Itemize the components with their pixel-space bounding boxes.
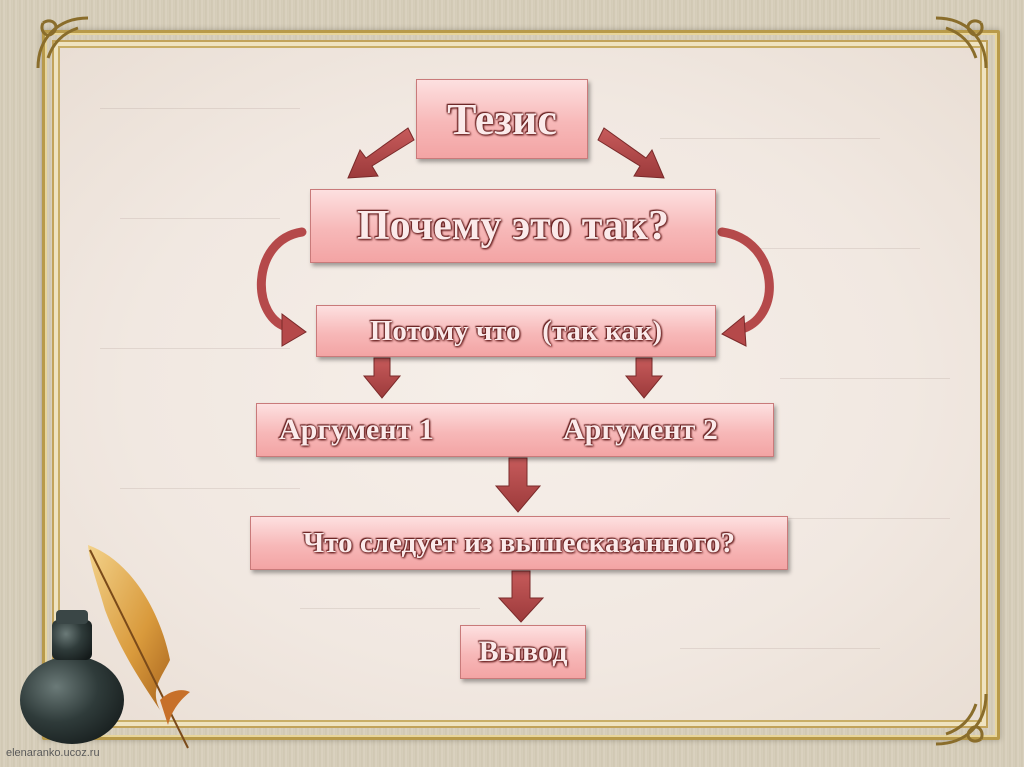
- because-label: Потому что (так как): [370, 315, 662, 348]
- question-label: Почему это так?: [357, 202, 669, 250]
- conclusion-question-label: Что следует из вышесказанного?: [303, 527, 735, 560]
- argument-1-label: Аргумент 1: [279, 413, 434, 447]
- arguments-box: Аргумент 1 Аргумент 2: [256, 403, 774, 457]
- argument-2-label: Аргумент 2: [563, 413, 718, 447]
- down-arrow-center-1-icon: [496, 458, 540, 512]
- curved-arrow-right-head-icon: [722, 316, 746, 346]
- curved-arrow-right-icon: [722, 232, 769, 330]
- curved-arrow-left-head-icon: [282, 314, 306, 346]
- result-label: Вывод: [479, 635, 568, 669]
- arrow-left-diagonal-icon: [348, 128, 414, 178]
- down-arrow-left-icon: [364, 358, 400, 398]
- conclusion-question-box: Что следует из вышесказанного?: [250, 516, 788, 570]
- thesis-label: Тезис: [447, 94, 557, 145]
- inkwell-quill-icon: [10, 540, 200, 755]
- down-arrow-right-icon: [626, 358, 662, 398]
- because-box: Потому что (так как): [316, 305, 716, 357]
- watermark: elenaranko.ucoz.ru: [6, 747, 100, 759]
- question-box: Почему это так?: [310, 189, 716, 263]
- thesis-box: Тезис: [416, 79, 588, 159]
- arrow-right-diagonal-icon: [598, 128, 664, 178]
- down-arrow-center-2-icon: [499, 571, 543, 622]
- result-box: Вывод: [460, 625, 586, 679]
